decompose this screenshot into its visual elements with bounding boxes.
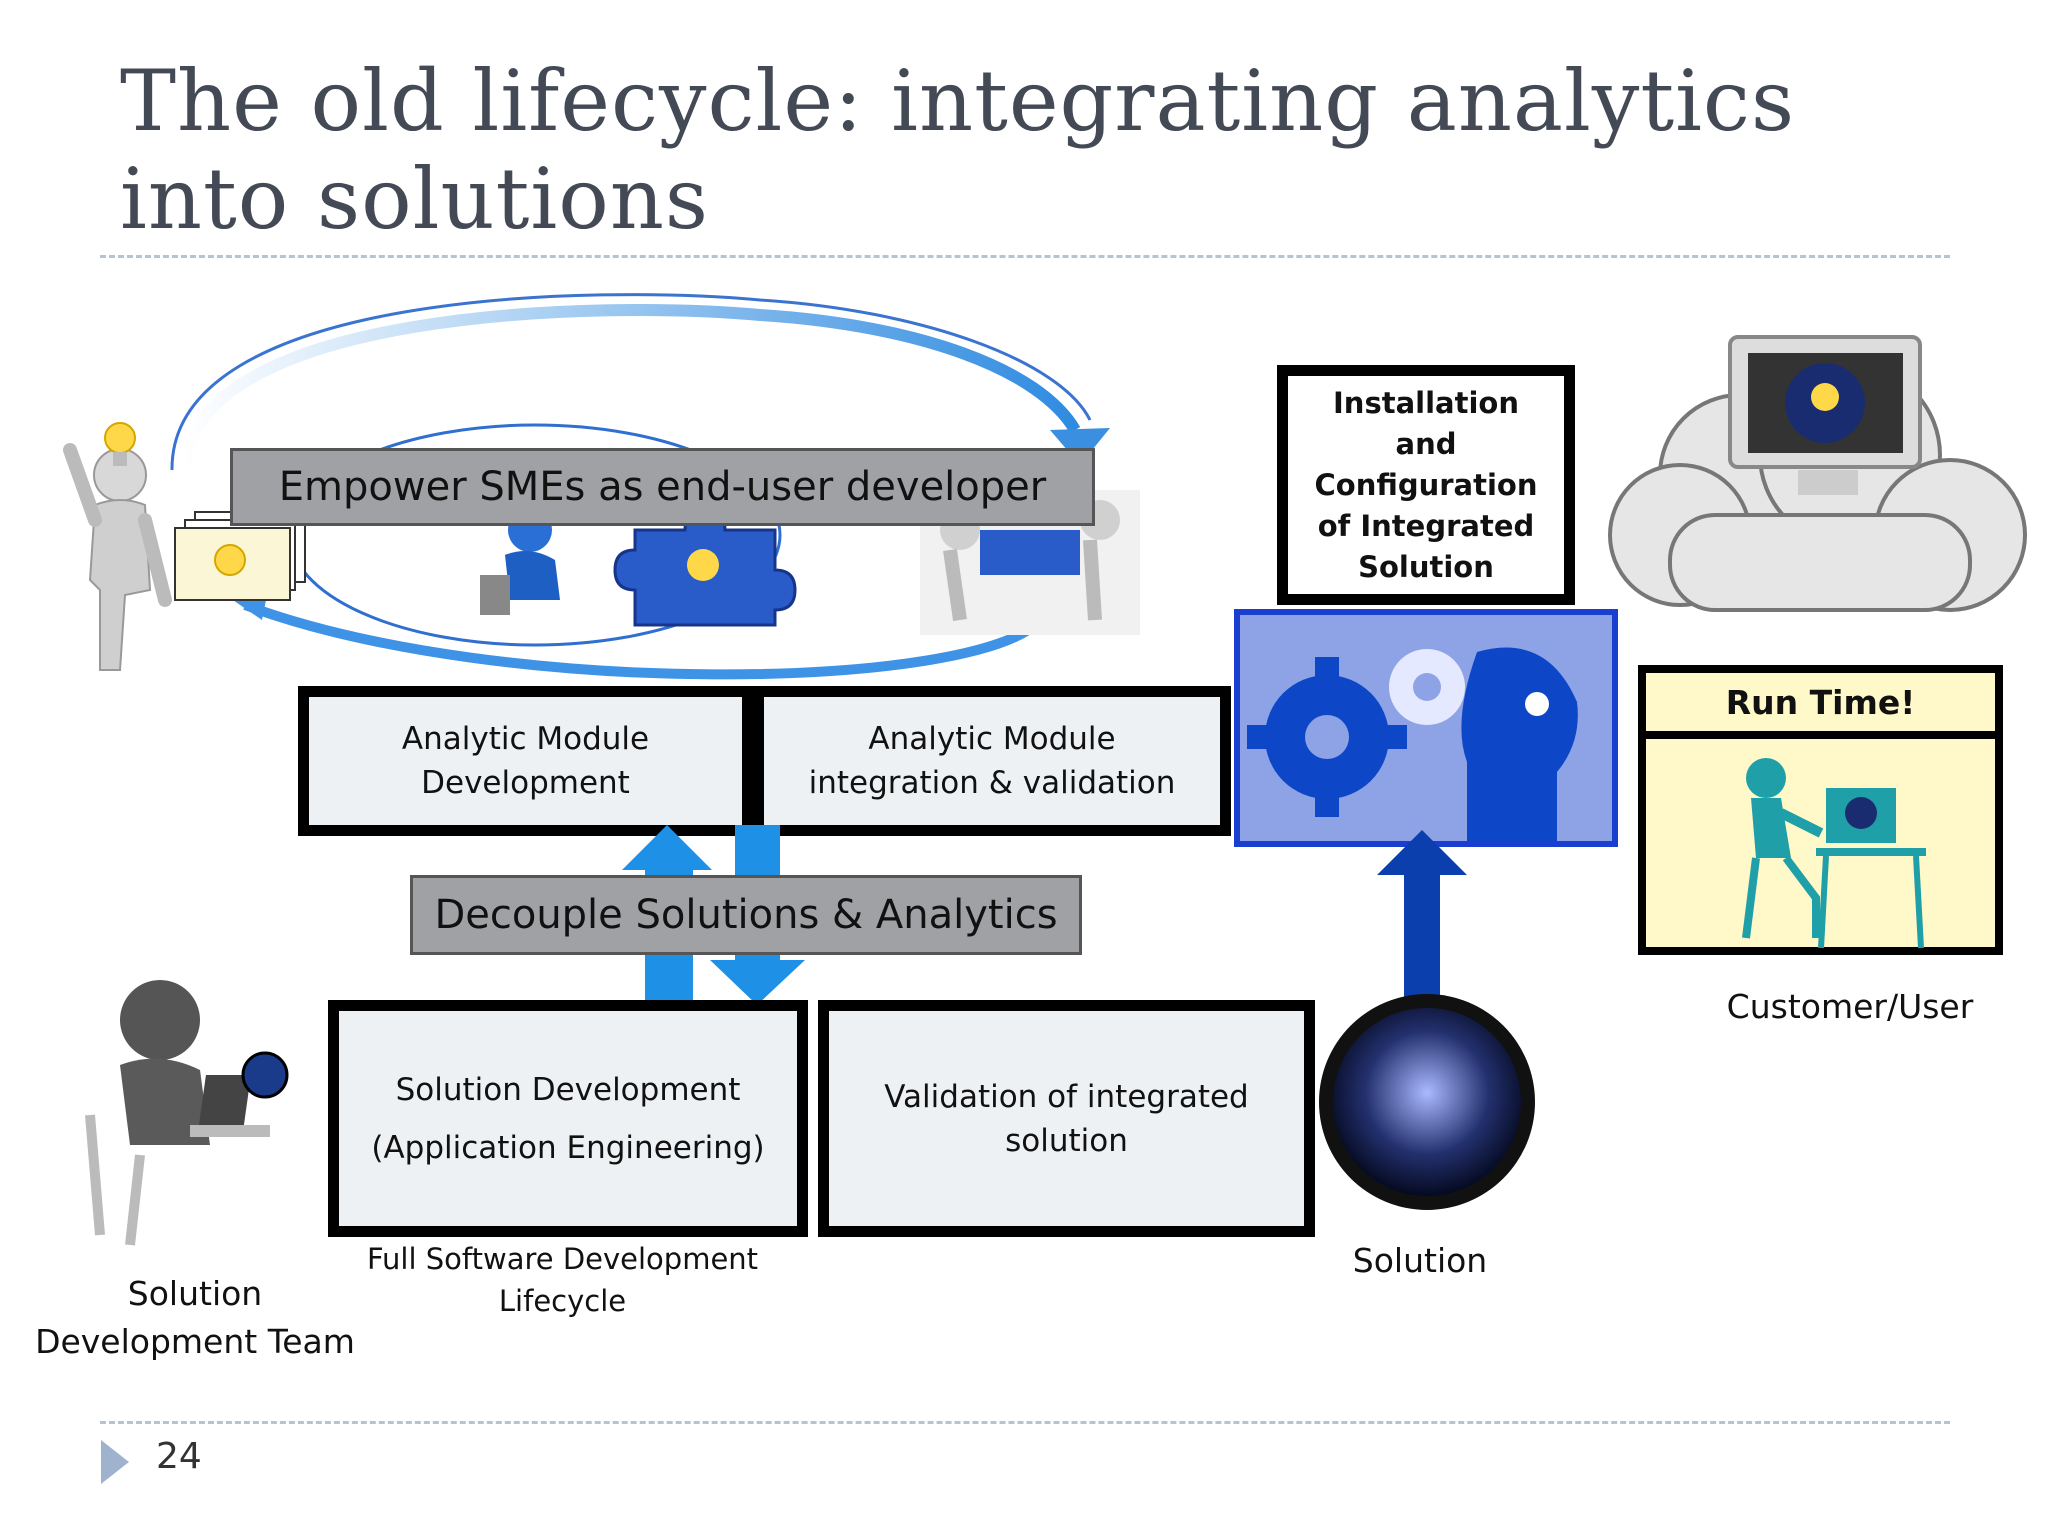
validation-box: Validation of integrated solution [818, 1000, 1315, 1237]
label-line: Full Software Development [366, 1242, 759, 1276]
gear-icon [1234, 609, 1618, 847]
analytic-module-integration-box: Analytic Module integration & validation [753, 686, 1231, 836]
solution-orb-icon [1319, 994, 1535, 1210]
install-line: and [1395, 426, 1457, 461]
install-line: Solution [1358, 549, 1494, 584]
puzzle-icon [613, 508, 797, 627]
runtime-panel: Run Time! [1638, 665, 2003, 955]
solution-label: Solution [1352, 1241, 1488, 1280]
lightbulb-icon [104, 422, 136, 466]
person-at-desk-icon [1742, 758, 1926, 949]
box-line: Analytic Module [868, 721, 1116, 757]
title-divider [100, 255, 1950, 258]
box-line: Analytic Module [401, 721, 650, 757]
install-line: Configuration [1314, 467, 1538, 502]
team-label: Solution Development Team [20, 1270, 370, 1366]
idea-person-icon [63, 443, 172, 671]
slide-title: The old lifecycle: integrating analytics… [120, 52, 1796, 248]
decouple-banner: Decouple Solutions & Analytics [410, 875, 1082, 955]
box-line: integration & validation [808, 765, 1176, 801]
idea-documents-icon [174, 511, 306, 601]
label-line: Lifecycle [498, 1284, 627, 1318]
customer-label: Customer/User [1726, 987, 1974, 1026]
box-line: Validation of integrated [884, 1078, 1249, 1115]
install-line: of Integrated [1317, 508, 1535, 543]
developer-at-laptop-icon [85, 980, 289, 1246]
box-line: solution [1005, 1122, 1128, 1159]
box-line: Solution Development [395, 1071, 741, 1108]
sdlc-label: Full Software Development Lifecycle [350, 1238, 775, 1322]
footer-divider [100, 1421, 1950, 1424]
box-line: Development [421, 765, 630, 801]
slide-marker-icon [101, 1440, 129, 1484]
page-number: 24 [156, 1436, 202, 1477]
label-line: Development Team [35, 1322, 355, 1361]
deploy-arrow [1377, 830, 1467, 1005]
label-line: Solution [127, 1274, 263, 1313]
installation-box: Installation and Configuration of Integr… [1277, 365, 1575, 605]
monitor-icon [1728, 335, 1922, 495]
solution-development-box: Solution Development (Application Enginee… [328, 1000, 808, 1237]
empower-banner: Empower SMEs as end-user developer [230, 448, 1095, 526]
install-line: Installation [1333, 385, 1519, 420]
runtime-header: Run Time! [1646, 673, 1995, 739]
box-line: (Application Engineering) [371, 1129, 765, 1166]
